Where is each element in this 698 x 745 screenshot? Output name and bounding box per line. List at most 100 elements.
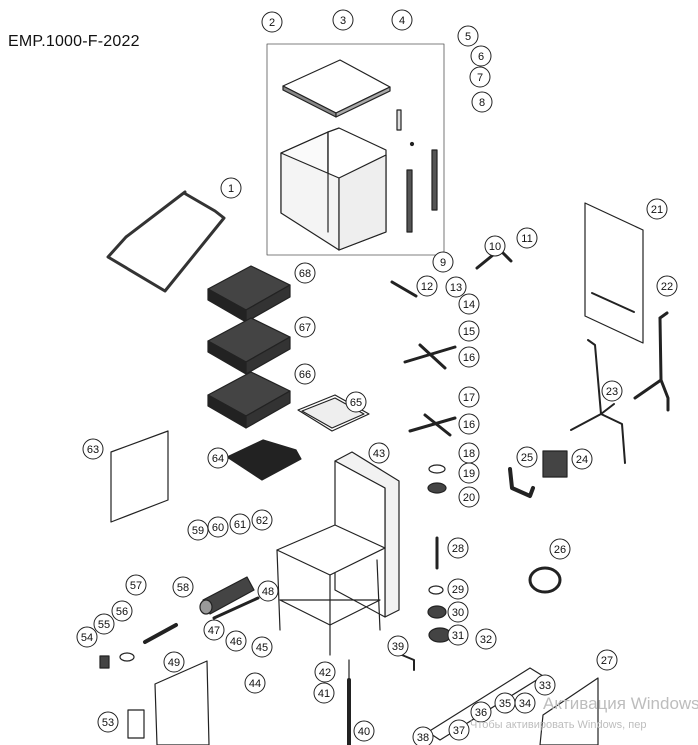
callout-66: 66 [294, 363, 316, 385]
callout-number: 11 [521, 233, 532, 245]
callout-1: 1 [220, 177, 242, 199]
callout-59: 59 [187, 519, 209, 541]
part-frame-23 [570, 339, 626, 464]
part-wash-arm-16b [408, 413, 457, 437]
callout-58: 58 [172, 576, 194, 598]
part-small-strip [396, 109, 402, 131]
callout-14: 14 [458, 293, 480, 315]
callout-circle [445, 276, 467, 298]
callout-number: 66 [299, 369, 311, 381]
callout-circle [207, 447, 229, 469]
callout-number: 42 [319, 667, 331, 679]
callout-circle [203, 619, 225, 641]
callout-8: 8 [471, 91, 493, 113]
callout-number: 36 [475, 707, 487, 719]
callout-circle [251, 509, 273, 531]
callout-number: 38 [417, 732, 429, 744]
callout-circle [516, 227, 538, 249]
callout-circle [244, 672, 266, 694]
part-rail-left [406, 169, 413, 233]
callout-circle [229, 513, 251, 535]
callout-circle [387, 635, 409, 657]
part-seal-55 [119, 652, 135, 662]
part-filter-30 [427, 605, 447, 619]
callout-number: 33 [539, 680, 551, 692]
callout-56: 56 [111, 600, 133, 622]
watermark-text: Чтобы активировать Windows, пер [470, 719, 647, 731]
callout-2: 2 [261, 11, 283, 33]
part-rail-right [431, 149, 438, 211]
callout-number: 4 [399, 15, 405, 27]
callout-circle [172, 576, 194, 598]
callout-number: 22 [661, 281, 673, 293]
callout-67: 67 [294, 316, 316, 338]
callout-circle [447, 624, 469, 646]
part-pipe-10 [475, 253, 495, 270]
callout-number: 53 [102, 717, 114, 729]
callout-number: 18 [463, 448, 475, 460]
callout-circle [458, 346, 480, 368]
callout-circle [416, 275, 438, 297]
callout-circle [484, 235, 506, 257]
callout-number: 20 [463, 492, 475, 504]
callout-46: 46 [225, 630, 247, 652]
hood-assembly-frame [266, 43, 445, 256]
callout-circle [251, 636, 273, 658]
callout-6: 6 [470, 45, 492, 67]
callout-20: 20 [458, 486, 480, 508]
callout-5: 5 [457, 25, 479, 47]
callout-circle [257, 580, 279, 602]
callout-37: 37 [448, 719, 470, 741]
callout-11: 11 [516, 227, 538, 249]
callout-3: 3 [332, 9, 354, 31]
callout-number: 40 [358, 726, 370, 738]
callout-circle [353, 720, 375, 742]
callout-circle [458, 386, 480, 408]
callout-63: 63 [82, 438, 104, 460]
callout-number: 24 [576, 454, 588, 466]
callout-number: 21 [651, 204, 663, 216]
watermark-title: Активация Windows [543, 694, 698, 713]
callout-12: 12 [416, 275, 438, 297]
callout-circle [534, 674, 556, 696]
part-nut-11 [501, 251, 513, 263]
callout-number: 26 [554, 544, 566, 556]
callout-circle [447, 537, 469, 559]
callout-circle [458, 462, 480, 484]
callout-27: 27 [596, 649, 618, 671]
part-pipe-22 [633, 311, 670, 412]
callout-number: 67 [299, 322, 311, 334]
callout-circle [76, 626, 98, 648]
callout-circle [458, 413, 480, 435]
callout-number: 5 [465, 31, 471, 43]
callout-41: 41 [313, 682, 335, 704]
callout-number: 54 [81, 632, 93, 644]
callout-number: 56 [116, 606, 128, 618]
part-wash-arm-16a [403, 343, 457, 370]
callout-circle [82, 438, 104, 460]
callout-circle [207, 516, 229, 538]
callout-circle [469, 66, 491, 88]
callout-55: 55 [93, 613, 115, 635]
part-tank-58 [199, 576, 255, 615]
part-main-body-43 [276, 451, 400, 656]
callout-circle [448, 719, 470, 741]
callout-number: 32 [480, 634, 492, 646]
callout-23: 23 [601, 380, 623, 402]
callout-33: 33 [534, 674, 556, 696]
callout-60: 60 [207, 516, 229, 538]
callout-number: 23 [606, 386, 618, 398]
callout-47: 47 [203, 619, 225, 641]
callout-circle [97, 711, 119, 733]
part-heater-48 [212, 596, 260, 620]
model-code-label: EMP.1000-F-2022 [8, 33, 140, 50]
callout-number: 64 [212, 453, 224, 465]
callout-circle [294, 316, 316, 338]
callout-number: 49 [168, 657, 180, 669]
callout-9: 9 [432, 251, 454, 273]
callout-15: 15 [458, 320, 480, 342]
callout-circle [314, 661, 336, 683]
callout-68: 68 [294, 262, 316, 284]
callout-24: 24 [571, 448, 593, 470]
